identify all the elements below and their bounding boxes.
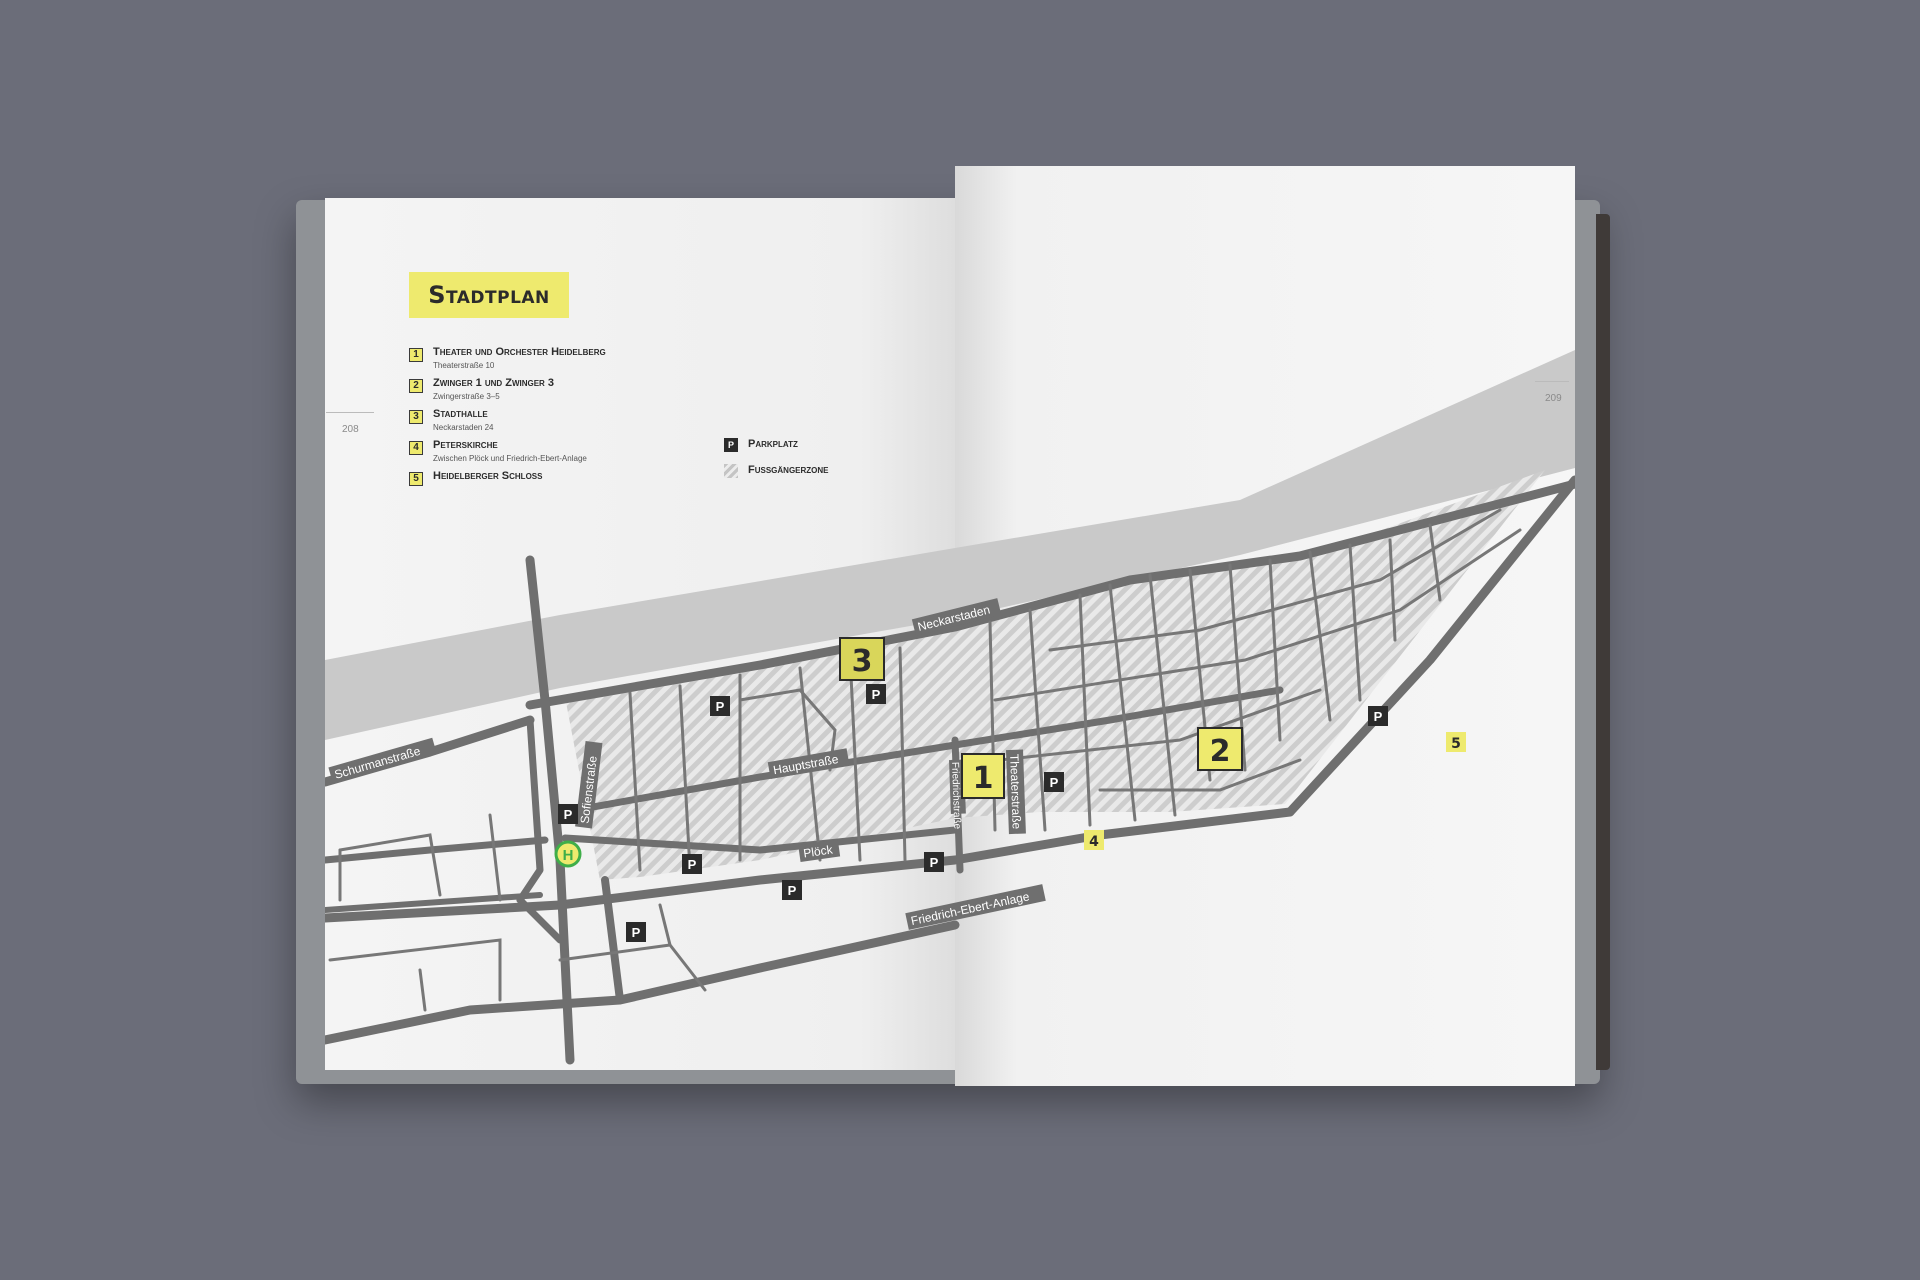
parking-icon: P [866, 684, 886, 704]
hatch-pattern-icon [724, 464, 738, 478]
legend-address: Zwischen Plöck und Friedrich-Ebert-Anlag… [433, 454, 587, 463]
parking-icon: P [626, 922, 646, 942]
svg-text:P: P [872, 687, 881, 702]
legend-name: Stadthalle [433, 408, 488, 420]
street-minor [1348, 543, 1362, 702]
legend-item: 1 Theater und Orchester Heidelberg Theat… [409, 346, 689, 377]
parking-icon: P [710, 696, 730, 716]
legend-parking: P Parkplatz [724, 436, 884, 462]
svg-text:P: P [1050, 775, 1059, 790]
parking-icon: P [1044, 772, 1064, 792]
legend-name: Theater und Orchester Heidelberg [433, 346, 606, 358]
label-theaterstrasse: Theaterstraße [1007, 754, 1024, 830]
legend-item: 2 Zwinger 1 und Zwinger 3 Zwingerstraße … [409, 377, 689, 408]
symbol-legend: P Parkplatz Fussgängerzone [724, 436, 884, 488]
legend-address: Neckarstaden 24 [433, 423, 494, 432]
street-minor [1108, 583, 1137, 822]
parking-icon: P [782, 880, 802, 900]
parking-icon: P [724, 438, 738, 452]
svg-text:1: 1 [973, 761, 994, 796]
legend-item: 3 Stadthalle Neckarstaden 24 [409, 408, 689, 439]
road-friedrich-ebert-anlage [325, 807, 1295, 923]
street-minor [628, 691, 642, 872]
road-loop-west [516, 716, 564, 944]
street-minor [1388, 538, 1397, 642]
svg-text:P: P [930, 855, 939, 870]
legend-address: Zwingerstraße 3–5 [433, 392, 500, 401]
street-minor [1428, 523, 1442, 602]
road-south-diagonal [325, 920, 960, 1045]
label-ploeck: Plöck [802, 842, 834, 860]
street-minor [1148, 573, 1177, 817]
road-bergheimer [325, 836, 549, 864]
legend-address: Theaterstraße 10 [433, 361, 495, 370]
marker-4-peterskirche: 4 [1084, 830, 1104, 850]
street-minor [328, 938, 502, 1002]
svg-text:P: P [632, 925, 641, 940]
legend-number: 5 [409, 472, 423, 486]
neckar-river [325, 350, 1575, 740]
svg-text:5: 5 [1451, 736, 1461, 752]
svg-text:P: P [688, 857, 697, 872]
street-minor [1048, 508, 1502, 652]
svg-text:P: P [788, 883, 797, 898]
street-minor [338, 833, 442, 897]
svg-text:H: H [563, 847, 574, 864]
marker-3-stadthalle: 3 [839, 637, 885, 681]
street-minor [1078, 593, 1092, 827]
legend-number: 4 [409, 441, 423, 455]
page-title: Stadtplan [428, 281, 550, 309]
street-minor [678, 684, 692, 872]
street-minor [898, 646, 907, 862]
road-ploeck [561, 826, 959, 854]
road-south-branch [601, 876, 624, 1004]
svg-text:P: P [716, 699, 725, 714]
road-northeast-edge [1285, 475, 1575, 817]
street-minor [488, 813, 502, 902]
sights-legend: 1 Theater und Orchester Heidelberg Theat… [409, 346, 689, 501]
street-minor [658, 903, 672, 947]
street-minor [738, 688, 837, 772]
svg-text:3: 3 [852, 644, 873, 679]
svg-text:4: 4 [1089, 834, 1099, 850]
street-minor [1098, 758, 1302, 792]
legend-item: 4 Peterskirche Zwischen Plöck und Friedr… [409, 439, 689, 470]
legend-parking-label: Parkplatz [748, 438, 798, 450]
svg-text:2: 2 [1210, 734, 1231, 769]
street-minor [993, 528, 1522, 702]
legend-number: 3 [409, 410, 423, 424]
parking-icon: P [924, 852, 944, 872]
street-minor [848, 653, 862, 862]
page-number-left: 208 [326, 412, 374, 435]
parking-icon: P [1368, 706, 1388, 726]
label-friedrichstrasse: Friedrichstraße [949, 762, 962, 830]
legend-number: 2 [409, 379, 423, 393]
marker-2-zwinger: 2 [1197, 727, 1243, 771]
title-badge: Stadtplan [409, 272, 569, 318]
bus-stop-icon: H [554, 840, 582, 868]
parking-icon: P [682, 854, 702, 874]
svg-text:P: P [1374, 709, 1383, 724]
page-number-right: 209 [1535, 381, 1569, 404]
legend-name: Peterskirche [433, 439, 498, 451]
svg-text:P: P [564, 807, 573, 822]
legend-name: Heidelberger Schloss [433, 470, 543, 482]
legend-number: 1 [409, 348, 423, 362]
marker-5-schloss: 5 [1446, 732, 1466, 752]
road-neckarstaden [525, 479, 1575, 710]
parking-icon: P [558, 804, 578, 824]
marker-1-theater: 1 [961, 753, 1005, 799]
legend-pedestrian-label: Fussgängerzone [748, 464, 829, 476]
street-minor [998, 688, 1322, 762]
legend-name: Zwinger 1 und Zwinger 3 [433, 377, 555, 389]
road-west-secondary [325, 892, 543, 913]
legend-pedestrian-zone: Fussgängerzone [724, 462, 884, 488]
street-minor [1028, 608, 1047, 832]
street-minor [418, 968, 427, 1012]
legend-item: 5 Heidelberger Schloss [409, 470, 689, 501]
